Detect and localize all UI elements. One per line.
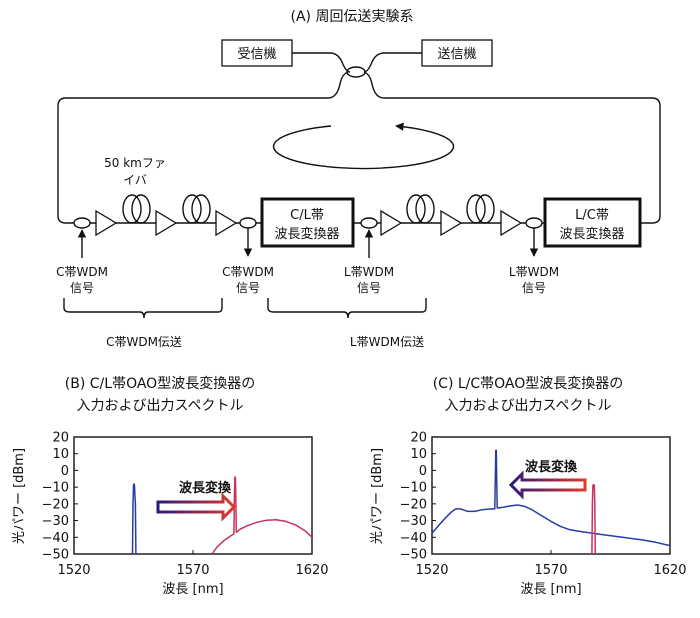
- l-input-label-line1: L帯WDM: [344, 265, 394, 279]
- chart-c-ylabel: 光パワー [dBm]: [370, 448, 385, 544]
- lc-converter-box: [543, 197, 642, 248]
- amplifier-icon: [440, 209, 463, 237]
- x-tick-label: 1620: [295, 563, 328, 578]
- y-tick-label: −30: [42, 514, 69, 529]
- chart-b-xlabel: 波長 [nm]: [162, 582, 223, 597]
- fiber-spool-icon: [406, 194, 435, 224]
- chart-c-series: [431, 449, 671, 555]
- circulation-arrow-icon: [272, 122, 455, 170]
- y-tick-label: 10: [52, 447, 69, 462]
- chart-c-title-line2: 入力および出力スペクトル: [444, 398, 611, 414]
- c-transmission-label: C帯WDM伝送: [106, 334, 182, 349]
- chart-c-plot-frame: [431, 436, 671, 555]
- x-tick-label: 1570: [176, 563, 209, 578]
- x-tick-label: 1620: [653, 563, 686, 578]
- loop-right-fiber: [384, 97, 661, 224]
- chart-c-title-line1: (C) L/C帯OAO型波長変換器の: [433, 375, 624, 392]
- amplifier-icon: [95, 209, 118, 237]
- fiber-spool-icon: [122, 194, 151, 224]
- y-tick-label: 10: [410, 447, 427, 462]
- y-tick-label: −50: [400, 548, 427, 563]
- c-input-coupler-icon: [73, 217, 91, 229]
- l-output-coupler-icon: [525, 217, 543, 229]
- y-tick-label: 0: [61, 464, 69, 479]
- lc-converter-label-line2: 波長変換器: [559, 226, 624, 242]
- l-input-label-line2: 信号: [357, 281, 381, 295]
- c-output-label-line2: 信号: [236, 281, 260, 295]
- amplifier-icon: [215, 209, 238, 237]
- chart-b-series: [131, 476, 313, 555]
- receiver-label: 受信機: [237, 47, 276, 62]
- c-output-label-line1: C帯WDM: [222, 265, 274, 279]
- fiber-spool-icon: [182, 194, 211, 224]
- y-tick-label: −20: [42, 497, 69, 512]
- c-input-label-line1: C帯WDM: [56, 265, 108, 279]
- y-tick-label: −40: [400, 531, 427, 546]
- chart-c-xlabel: 波長 [nm]: [520, 582, 581, 597]
- transmitter-label: 送信機: [437, 47, 476, 62]
- c-output-coupler-icon: [239, 217, 257, 229]
- chart-b-x-ticks: 1520 1570 1620: [57, 550, 329, 578]
- chart-b-title-line2: 入力および出力スペクトル: [76, 398, 243, 414]
- top-coupler: [292, 52, 422, 99]
- amplifier-icon: [155, 209, 178, 237]
- y-tick-label: −50: [42, 548, 69, 563]
- x-tick-label: 1520: [415, 563, 448, 578]
- series-input-line: [591, 483, 597, 555]
- receiver-box: [221, 39, 293, 67]
- x-tick-label: 1520: [57, 563, 90, 578]
- fiber-spool-icon: [466, 194, 495, 224]
- l-output-label-line1: L帯WDM: [509, 265, 559, 279]
- lc-converter-label-line1: L/C帯: [575, 208, 609, 223]
- chart-b-conversion-arrow-icon: [156, 492, 237, 522]
- series-output-line: [211, 476, 313, 555]
- chart-b-title-line1: (B) C/L帯OAO型波長変換器の: [65, 375, 255, 392]
- chart-c-conversion-arrow-icon: [508, 470, 587, 500]
- chart-b-ylabel: 光パワー [dBm]: [12, 448, 27, 544]
- diagram-title: (A) 周回伝送実験系: [291, 9, 414, 25]
- l-band-brace: [267, 298, 427, 319]
- cl-converter-label-line2: 波長変換器: [274, 226, 339, 242]
- loop-diagram: (A) 周回伝送実験系 受信機 送信機: [56, 9, 661, 349]
- c-band-brace: [63, 298, 223, 319]
- y-tick-label: −10: [42, 481, 69, 496]
- chart-c-annotation: 波長変換: [525, 459, 578, 475]
- fiber-label-line2: イバ: [123, 173, 147, 187]
- l-output-label-line2: 信号: [522, 281, 546, 295]
- l-input-coupler-icon: [360, 217, 378, 229]
- chart-b-annotation: 波長変換: [179, 480, 232, 496]
- y-tick-label: −10: [400, 481, 427, 496]
- fiber-label-line1: 50 kmファ: [104, 156, 166, 170]
- cl-converter-label-line1: C/L帯: [290, 208, 324, 223]
- y-tick-label: −30: [400, 514, 427, 529]
- x-tick-label: 1570: [534, 563, 567, 578]
- c-input-label-line2: 信号: [70, 281, 94, 295]
- series-output-line: [431, 449, 671, 547]
- y-tick-label: −40: [42, 531, 69, 546]
- amplifier-icon: [500, 209, 523, 237]
- l-transmission-label: L帯WDM伝送: [350, 334, 424, 349]
- amplifier-icon: [380, 209, 403, 237]
- y-tick-label: 0: [419, 464, 427, 479]
- transmitter-box: [421, 39, 493, 67]
- series-input-line: [131, 483, 137, 555]
- cl-converter-box: [260, 197, 355, 248]
- y-tick-label: −20: [400, 497, 427, 512]
- y-tick-label: 20: [52, 431, 69, 446]
- loop-left-fiber: [57, 97, 328, 224]
- y-tick-label: 20: [410, 431, 427, 446]
- chart-c-x-ticks: 1520 1570 1620: [415, 550, 687, 578]
